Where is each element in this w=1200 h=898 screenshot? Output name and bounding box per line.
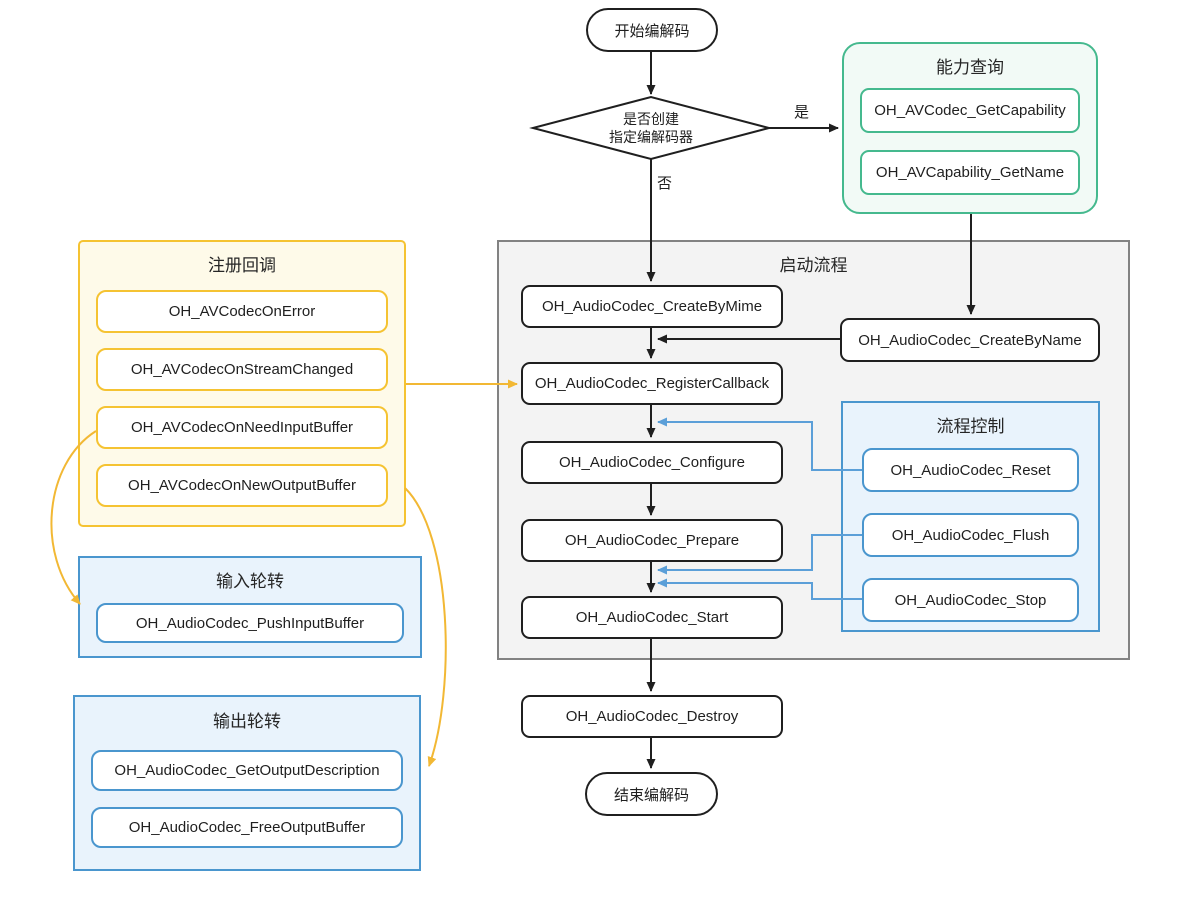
- group-title: 启动流程: [779, 256, 848, 275]
- api-box-free-output-buffer: OH_AudioCodec_FreeOutputBuffer: [91, 807, 403, 848]
- api-box-get-capability: OH_AVCodec_GetCapability: [860, 88, 1080, 133]
- node-start: OH_AudioCodec_Start: [521, 596, 783, 639]
- edge-label-no: 否: [657, 175, 673, 192]
- group-input-loop: 输入轮转 OH_AudioCodec_PushInputBuffer: [78, 556, 422, 658]
- group-title: 输入轮转: [216, 572, 284, 591]
- group-title: 注册回调: [208, 256, 276, 275]
- group-capability-query: 能力查询 OH_AVCodec_GetCapability OH_AVCapab…: [842, 42, 1098, 214]
- group-title: 流程控制: [936, 417, 1005, 436]
- api-box-on-new-output-buffer: OH_AVCodecOnNewOutputBuffer: [96, 464, 388, 507]
- node-configure: OH_AudioCodec_Configure: [521, 441, 783, 484]
- group-title: 能力查询: [936, 58, 1004, 77]
- decision-line2: 指定编解码器: [609, 129, 693, 145]
- api-box-get-output-description: OH_AudioCodec_GetOutputDescription: [91, 750, 403, 791]
- node-create-by-mime: OH_AudioCodec_CreateByMime: [521, 285, 783, 328]
- decision-line1: 是否创建: [623, 111, 679, 127]
- api-box-stop: OH_AudioCodec_Stop: [862, 578, 1079, 622]
- group-register-callbacks: 注册回调 OH_AVCodecOnError OH_AVCodecOnStrea…: [78, 240, 406, 527]
- api-box-on-need-input-buffer: OH_AVCodecOnNeedInputBuffer: [96, 406, 388, 449]
- group-flow-control: 流程控制 OH_AudioCodec_Reset OH_AudioCodec_F…: [841, 401, 1100, 632]
- group-output-loop: 输出轮转 OH_AudioCodec_GetOutputDescription …: [73, 695, 421, 871]
- api-box-on-error: OH_AVCodecOnError: [96, 290, 388, 333]
- decision-label: 是否创建 指定编解码器: [551, 110, 751, 146]
- node-register-callback: OH_AudioCodec_RegisterCallback: [521, 362, 783, 405]
- api-box-get-name: OH_AVCapability_GetName: [860, 150, 1080, 195]
- group-title: 输出轮转: [213, 712, 281, 731]
- start-terminal: 开始编解码: [586, 8, 718, 52]
- end-terminal: 结束编解码: [585, 772, 718, 816]
- api-box-reset: OH_AudioCodec_Reset: [862, 448, 1079, 492]
- api-box-push-input-buffer: OH_AudioCodec_PushInputBuffer: [96, 603, 404, 643]
- api-box-on-stream-changed: OH_AVCodecOnStreamChanged: [96, 348, 388, 391]
- edge-label-yes: 是: [794, 104, 810, 121]
- node-prepare: OH_AudioCodec_Prepare: [521, 519, 783, 562]
- node-destroy: OH_AudioCodec_Destroy: [521, 695, 783, 738]
- node-create-by-name: OH_AudioCodec_CreateByName: [840, 318, 1100, 362]
- api-box-flush: OH_AudioCodec_Flush: [862, 513, 1079, 557]
